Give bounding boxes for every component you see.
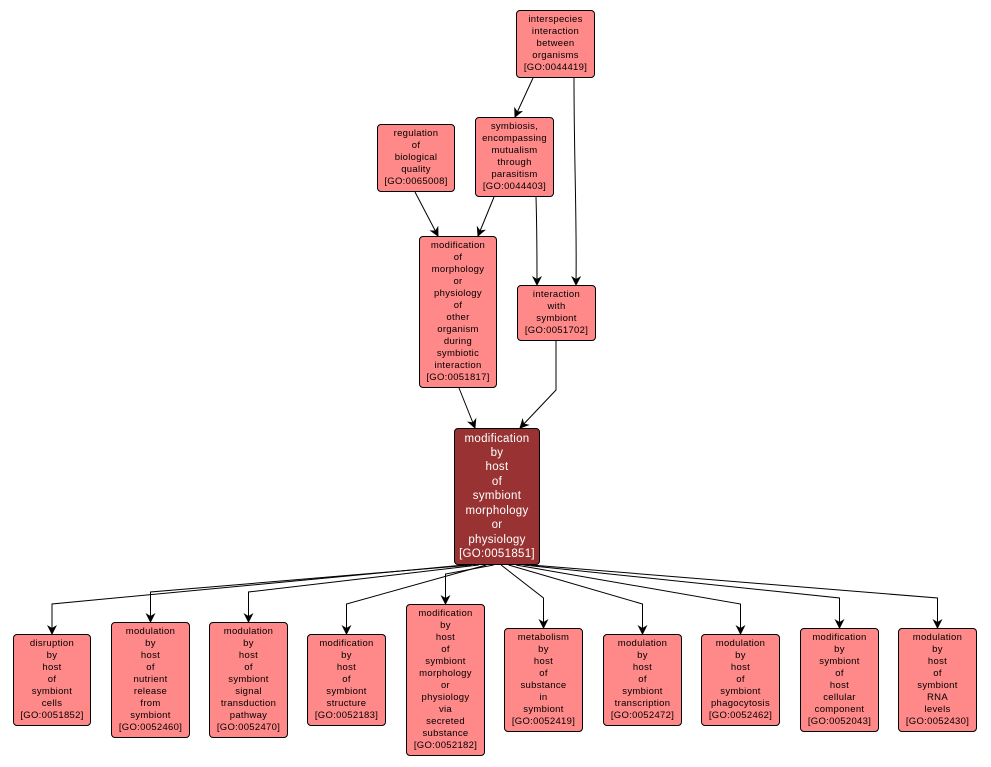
go-term-label: interspecies interaction between organis… xyxy=(523,14,588,73)
go-term-node[interactable]: modification by host of symbiont morphol… xyxy=(406,604,485,756)
go-term-node[interactable]: modulation by host of symbiont signal tr… xyxy=(209,622,288,738)
go-term-node[interactable]: modification of morphology or physiology… xyxy=(419,236,497,388)
go-term-label: modification by symbiont of host cellula… xyxy=(807,632,872,727)
go-term-node[interactable]: interaction with symbiont [GO:0051702] xyxy=(517,285,596,341)
go-term-node[interactable]: disruption by host of symbiont cells [GO… xyxy=(13,634,91,726)
is-a-edge xyxy=(508,564,648,635)
is-a-edge xyxy=(458,387,477,429)
is-a-edge xyxy=(523,564,845,629)
is-a-edge xyxy=(531,196,542,286)
go-term-label: modification by host of symbiont morphol… xyxy=(459,432,535,560)
go-term-label: symbiosis, encompassing mutualism throug… xyxy=(482,121,547,192)
is-a-edge xyxy=(341,564,487,635)
is-a-edge xyxy=(243,564,479,623)
go-term-label: modulation by host of nutrient release f… xyxy=(118,626,183,733)
go-term-label: modulation by host of symbiont signal tr… xyxy=(216,626,281,733)
go-term-label: modulation by host of symbiont RNA level… xyxy=(905,632,970,727)
is-a-edge xyxy=(476,196,495,237)
go-term-label: metabolism by host of substance in symbi… xyxy=(511,632,576,727)
go-term-node[interactable]: modulation by host of nutrient release f… xyxy=(111,622,190,738)
go-term-node[interactable]: modification by symbiont of host cellula… xyxy=(800,628,879,732)
is-a-edge xyxy=(500,564,549,629)
is-a-edge xyxy=(47,564,464,635)
go-term-node-focus[interactable]: modification by host of symbiont morphol… xyxy=(454,428,540,565)
is-a-edge xyxy=(145,564,472,623)
is-a-edge xyxy=(519,341,557,429)
is-a-edge xyxy=(414,191,439,237)
go-term-node[interactable]: modulation by host of symbiont RNA level… xyxy=(898,628,977,732)
go-term-node[interactable]: regulation of biological quality [GO:006… xyxy=(377,124,455,192)
go-term-node[interactable]: metabolism by host of substance in symbi… xyxy=(504,628,583,732)
is-a-edge xyxy=(514,77,534,118)
go-term-node[interactable]: modulation by host of symbiont transcrip… xyxy=(603,634,682,726)
go-term-label: modification by host of symbiont structu… xyxy=(314,638,379,721)
is-a-edge xyxy=(440,564,494,605)
go-term-label: modulation by host of symbiont phagocyto… xyxy=(708,638,773,721)
go-term-node[interactable]: interspecies interaction between organis… xyxy=(516,10,595,78)
go-term-label: disruption by host of symbiont cells [GO… xyxy=(20,638,84,721)
go-term-node[interactable]: modification by host of symbiont structu… xyxy=(307,634,386,726)
go-term-node[interactable]: symbiosis, encompassing mutualism throug… xyxy=(475,117,554,197)
go-term-label: modification of morphology or physiology… xyxy=(426,240,490,383)
go-term-label: regulation of biological quality [GO:006… xyxy=(384,128,448,187)
go-term-node[interactable]: modulation by host of symbiont phagocyto… xyxy=(701,634,780,726)
go-term-label: modification by host of symbiont morphol… xyxy=(413,608,478,751)
is-a-edge xyxy=(571,77,582,286)
go-term-label: modulation by host of symbiont transcrip… xyxy=(610,638,675,721)
is-a-edge xyxy=(515,564,746,635)
go-term-label: interaction with symbiont [GO:0051702] xyxy=(524,289,589,336)
is-a-edge xyxy=(530,564,943,629)
